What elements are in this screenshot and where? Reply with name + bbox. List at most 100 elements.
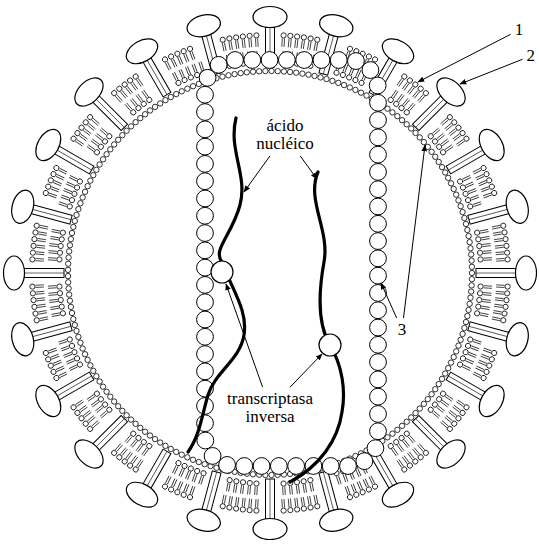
lipid-head — [288, 507, 294, 513]
matrix-protein — [281, 69, 286, 74]
phospholipid — [240, 498, 247, 513]
phospholipid — [220, 37, 228, 52]
matrix-protein — [163, 97, 168, 102]
lipid-head — [451, 420, 458, 427]
lipid-head — [294, 507, 300, 513]
lipid-head — [32, 229, 38, 235]
phospholipid — [239, 479, 246, 494]
lipid-tail — [454, 405, 461, 410]
lipid-head — [488, 356, 495, 363]
lipid-tail — [410, 104, 416, 110]
matrix-protein — [80, 195, 85, 200]
matrix-protein — [147, 433, 152, 438]
lipid-head — [47, 362, 54, 369]
lipid-tail — [63, 352, 71, 355]
phospholipid — [232, 478, 239, 493]
lipid-head — [488, 183, 495, 190]
lipid-tail — [476, 368, 484, 372]
inner-leaflet — [48, 51, 492, 495]
phospholipid — [82, 119, 96, 132]
lipid-tail — [399, 444, 404, 451]
phospholipid — [494, 236, 509, 243]
lipid-tail — [49, 301, 57, 302]
lipid-head — [254, 508, 259, 513]
matrix-protein — [66, 255, 71, 260]
lipid-tail — [471, 197, 479, 200]
lipid-tail — [298, 485, 299, 493]
lipid-tail — [417, 95, 423, 101]
lipid-tail — [496, 287, 504, 288]
phospholipid — [94, 401, 108, 414]
lipid-tail — [493, 311, 501, 312]
lipid-tail — [92, 420, 98, 426]
matrix-protein — [404, 122, 409, 127]
capsid-protein — [197, 104, 214, 121]
phospholipid — [86, 390, 101, 402]
matrix-protein — [104, 389, 109, 394]
matrix-protein — [78, 201, 83, 206]
lipid-head — [187, 46, 194, 53]
lipid-tail — [250, 39, 252, 47]
lipid-tail — [392, 90, 397, 97]
lipid-tail — [468, 354, 476, 357]
lipid-tail — [296, 485, 297, 493]
lipid-tail — [463, 177, 471, 181]
part-label: transcriptasa inversa — [226, 390, 314, 426]
lipid-head — [57, 257, 63, 263]
matrix-protein — [358, 90, 363, 95]
lipid-head — [431, 138, 438, 145]
phospholipid — [387, 442, 399, 457]
lipid-head — [504, 250, 510, 256]
matrix-protein — [469, 276, 474, 281]
lipid-tail — [289, 486, 291, 494]
nucleic-acid — [188, 118, 344, 482]
lipid-tail — [174, 72, 178, 80]
capsid-protein — [340, 458, 357, 475]
lipid-head — [491, 190, 498, 197]
lipid-tail — [409, 452, 414, 459]
matrix-protein — [300, 71, 305, 76]
phospholipid — [306, 496, 314, 511]
matrix-protein — [66, 286, 71, 291]
lipid-head — [233, 506, 239, 512]
lipid-tail — [136, 80, 141, 87]
leader-line — [403, 145, 425, 318]
lipid-head — [308, 505, 314, 511]
lipid-tail — [301, 497, 302, 505]
phospholipid — [254, 33, 260, 47]
phospholipid — [220, 494, 228, 509]
capsid-protein — [210, 56, 227, 73]
lipid-head — [502, 229, 508, 235]
matrix-protein — [451, 186, 456, 191]
lipid-head — [346, 74, 353, 81]
matrix-protein — [66, 292, 71, 297]
rod-line — [416, 419, 444, 447]
capsid-protein — [204, 448, 221, 465]
glycoprotein-ellipse — [185, 11, 223, 40]
lipid-head — [110, 449, 117, 456]
phospholipid — [226, 35, 234, 50]
matrix-protein — [111, 142, 116, 147]
matrix-protein — [69, 310, 74, 315]
matrix-protein — [269, 472, 274, 477]
phospholipid — [411, 447, 424, 461]
lipid-tail — [131, 456, 136, 463]
phospholipid — [448, 409, 462, 422]
phospholipid — [34, 223, 49, 231]
matrix-protein — [256, 69, 261, 74]
spike-protein — [253, 479, 287, 540]
lipid-tail — [393, 91, 398, 98]
matrix-protein — [425, 396, 430, 401]
capsid-protein — [197, 155, 214, 172]
lipid-tail — [495, 245, 503, 247]
lipid-head — [53, 165, 60, 172]
lipid-tail — [133, 82, 138, 89]
lipid-head — [116, 85, 123, 92]
matrix-protein — [68, 236, 73, 241]
matrix-protein — [128, 124, 133, 129]
lipid-tail — [247, 486, 249, 494]
phospholipid — [396, 459, 408, 474]
lipid-tail — [48, 252, 56, 254]
matrix-protein — [460, 331, 465, 336]
spike-protein — [31, 125, 100, 185]
